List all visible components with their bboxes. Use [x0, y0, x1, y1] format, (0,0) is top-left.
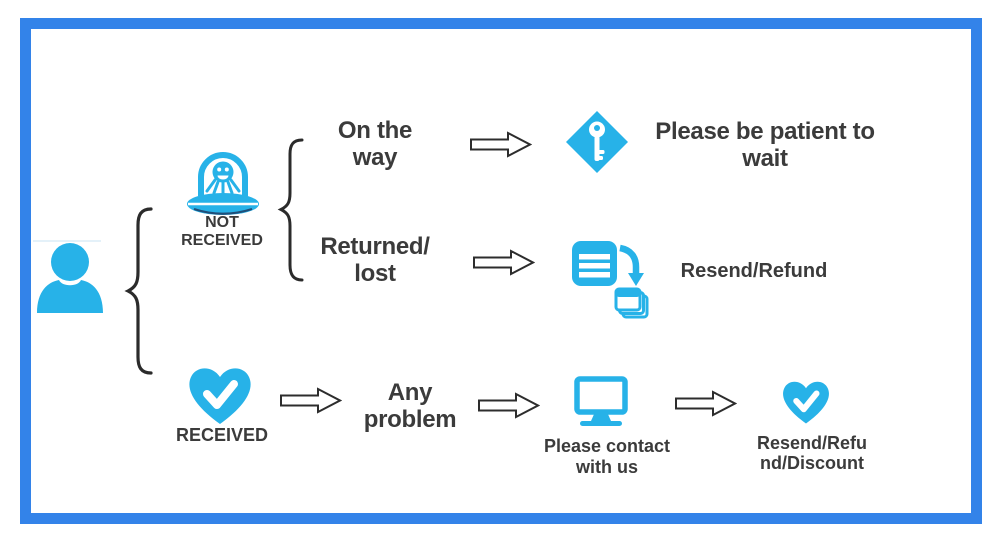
label-not-received: NOT RECEIVED — [157, 214, 287, 250]
heart-check-icon — [783, 381, 829, 424]
monitor-icon — [574, 376, 628, 426]
resend-documents-icon — [572, 241, 649, 319]
border-frame — [20, 18, 982, 524]
label-resend-refund: Resend/Refund — [680, 260, 828, 282]
label-any-problem: Any problem — [340, 379, 480, 433]
arrow-right-icon — [470, 131, 532, 158]
ufo-alien-icon — [187, 152, 259, 215]
label-received: RECEIVED — [175, 425, 269, 445]
label-on-the-way-line1: On the — [337, 117, 413, 144]
label-resolution-line2: nd/Discount — [760, 453, 864, 473]
arrow-right-icon — [280, 387, 342, 414]
label-not-received-line1: NOT — [205, 214, 239, 231]
label-on-the-way: On the way — [300, 117, 450, 171]
arrow-right-icon — [473, 249, 535, 276]
arrow-right-icon — [675, 390, 737, 417]
label-on-the-way-line2: way — [352, 144, 398, 171]
label-any-problem-line1: Any — [387, 379, 433, 406]
arrow-right-icon — [478, 392, 540, 419]
label-be-patient-line2: wait — [742, 145, 788, 172]
label-contact-us-line1: Please contact — [543, 436, 671, 456]
label-returned-lost-line1: Returned/ — [320, 233, 430, 260]
label-resolution-line1: Resend/Refu — [756, 433, 868, 453]
person-icon — [37, 243, 103, 313]
label-not-received-line2: RECEIVED — [181, 232, 263, 249]
key-icon — [566, 111, 628, 173]
label-returned-lost: Returned/ lost — [300, 233, 450, 287]
label-returned-lost-line2: lost — [354, 260, 396, 287]
label-resolution: Resend/Refu nd/Discount — [742, 433, 882, 473]
label-contact-us: Please contact with us — [528, 436, 686, 478]
brace-not-received-icon — [277, 138, 304, 282]
decoration-line — [33, 240, 101, 242]
heart-check-icon — [189, 368, 251, 424]
label-be-patient-line1: Please be patient to — [655, 118, 875, 145]
label-any-problem-line2: problem — [363, 406, 457, 433]
label-be-patient: Please be patient to wait — [640, 118, 890, 172]
label-contact-us-line2: with us — [576, 457, 638, 477]
brace-customer-icon — [124, 207, 153, 375]
